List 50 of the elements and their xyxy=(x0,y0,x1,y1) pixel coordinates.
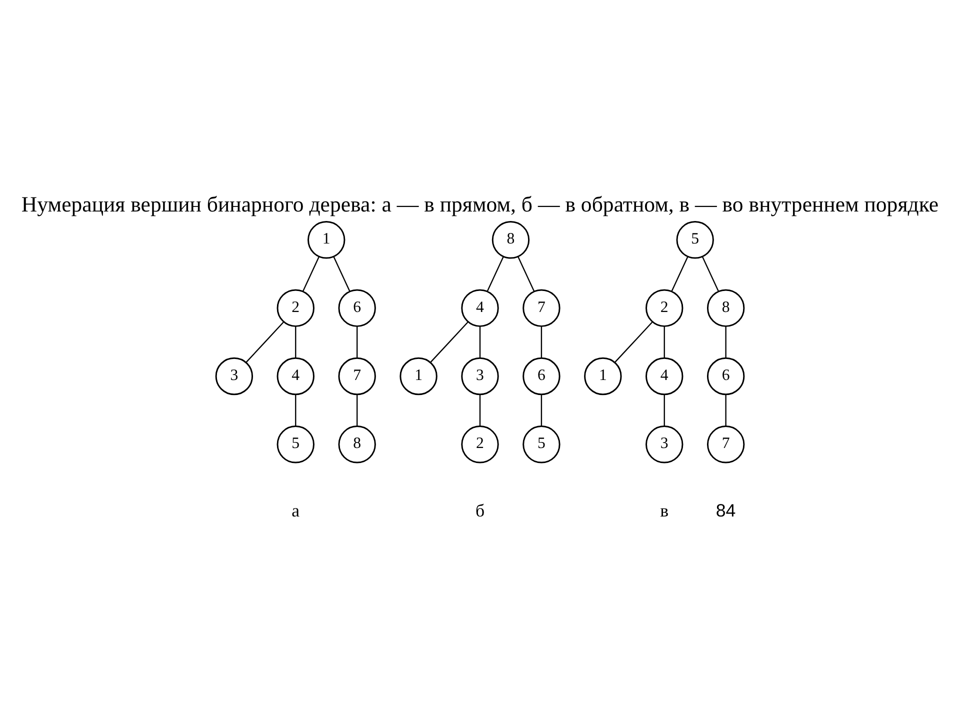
connector xyxy=(614,322,653,363)
connector xyxy=(671,256,688,292)
label: б xyxy=(475,500,485,521)
connector xyxy=(664,394,665,426)
connector xyxy=(486,256,504,292)
node-circle: 8 xyxy=(338,426,376,464)
node-circle: 4 xyxy=(461,289,499,327)
node-circle: 7 xyxy=(706,426,745,464)
node-circle: 5 xyxy=(676,221,714,259)
connector xyxy=(295,394,296,426)
connector xyxy=(725,394,726,426)
connector xyxy=(246,322,284,363)
connector xyxy=(333,256,350,292)
node-circle: 2 xyxy=(276,289,314,327)
node-circle: 8 xyxy=(492,221,530,259)
connector xyxy=(702,256,719,292)
node-circle: 1 xyxy=(400,357,438,396)
connector xyxy=(479,394,481,426)
node-circle: 1 xyxy=(308,221,346,259)
connector xyxy=(479,326,481,358)
connector xyxy=(518,256,535,292)
node-circle: 3 xyxy=(215,357,254,396)
label: в xyxy=(660,500,669,521)
node-circle: 7 xyxy=(522,289,560,327)
connector xyxy=(725,326,726,358)
connector xyxy=(664,326,665,358)
node-circle: 6 xyxy=(522,357,560,396)
diagram-title: Нумерация вершин бинарного дерева: а — в прямом, б — в обратном, в — во внутреннем порядке xyxy=(21,192,939,216)
connector xyxy=(356,326,358,358)
node-circle: 2 xyxy=(461,426,499,464)
connector xyxy=(356,394,358,426)
node-circle: 4 xyxy=(276,357,314,396)
node-circle: 3 xyxy=(461,357,499,396)
connector xyxy=(540,394,542,426)
label: а xyxy=(292,500,300,521)
connector xyxy=(295,326,296,358)
node-circle: 7 xyxy=(338,357,376,396)
connector xyxy=(540,326,542,358)
node-circle: 1 xyxy=(584,357,622,396)
node-circle: 4 xyxy=(646,357,684,396)
connector xyxy=(302,256,320,292)
connector xyxy=(430,322,468,363)
node-circle: 6 xyxy=(706,357,745,396)
node-circle: 8 xyxy=(706,289,745,327)
label: 84 xyxy=(716,500,736,521)
node-circle: 5 xyxy=(522,426,560,464)
node-circle: 2 xyxy=(646,289,684,327)
node-circle: 3 xyxy=(646,426,684,464)
node-circle: 6 xyxy=(338,289,376,327)
node-circle: 5 xyxy=(276,426,314,464)
